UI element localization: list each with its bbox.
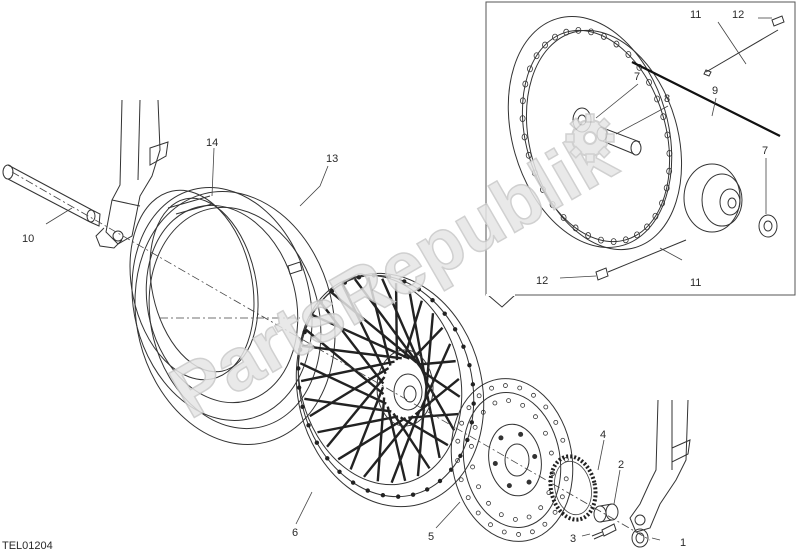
callout-10: 10 <box>22 233 34 245</box>
callout-2: 2 <box>618 459 624 471</box>
callout-6: 6 <box>292 527 298 539</box>
callout-inset-9: 9 <box>712 85 718 97</box>
callout-inset-12a: 12 <box>732 9 744 21</box>
screw <box>591 523 617 540</box>
abs-tone-ring <box>548 454 598 522</box>
callout-inset-7b: 7 <box>762 145 768 157</box>
axle-nut <box>631 528 649 548</box>
tyre <box>131 187 336 445</box>
callout-5: 5 <box>428 531 434 543</box>
leader-lines <box>45 147 661 541</box>
callout-labels: 10 14 13 6 5 4 2 3 1 11 12 7 8 9 7 11 12 <box>22 9 768 549</box>
callout-inset-8: 8 <box>664 93 670 105</box>
callout-1: 1 <box>680 537 686 549</box>
callout-4: 4 <box>600 429 606 441</box>
detail-inset <box>485 1 796 308</box>
callout-13: 13 <box>326 153 338 165</box>
callout-inset-11b: 11 <box>690 277 701 289</box>
right-fork-leg <box>629 399 691 533</box>
gear-icon <box>565 113 615 163</box>
spacer <box>593 503 619 523</box>
callout-14: 14 <box>206 137 218 149</box>
callout-inset-12b: 12 <box>536 275 548 287</box>
spoked-wheel <box>295 272 485 508</box>
wheel-axle <box>2 164 101 227</box>
callout-inset-11a: 11 <box>690 9 701 21</box>
brake-disc <box>450 378 574 542</box>
callout-inset-7a: 7 <box>634 71 640 83</box>
callout-3: 3 <box>570 533 576 545</box>
reference-code: TEL01204 <box>2 540 53 552</box>
assembly-axis-lines <box>11 171 651 541</box>
